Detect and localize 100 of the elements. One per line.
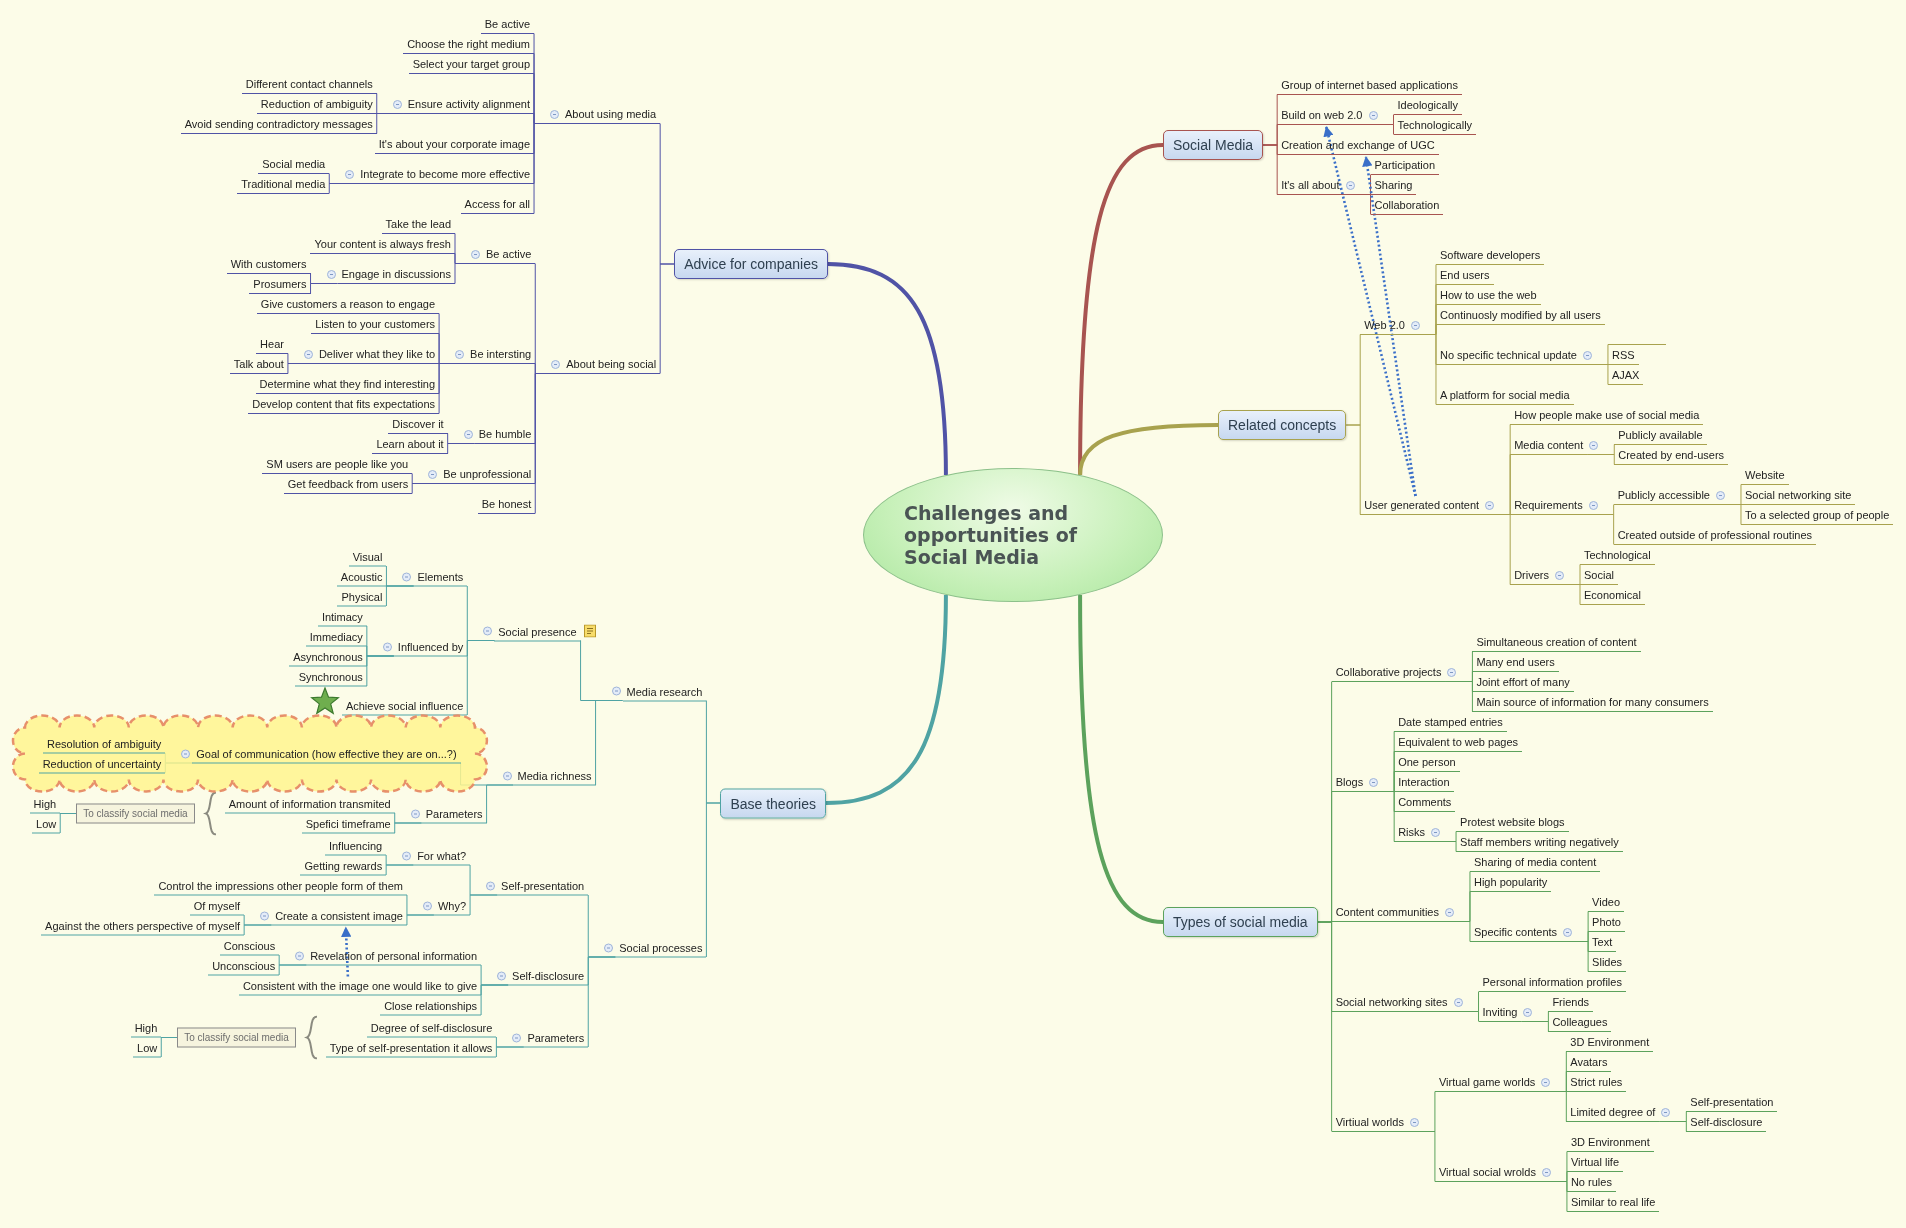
branch-line [480,984,509,1016]
branch-line [595,700,624,786]
branch-line [310,283,339,294]
topic-label: How to use the web [1435,285,1541,305]
branch-line [1451,1011,1479,1022]
topic-label: Interaction [1394,772,1454,792]
branch-line [659,263,675,374]
main-topic-box: Advice for companies [674,249,828,279]
topic-label: Engage in discussions [337,264,455,284]
topic-label: One person [1394,752,1460,772]
branch-line [406,914,435,926]
main-branch-curve [827,262,948,476]
topic-label: Personal information profiles [1478,972,1626,992]
topic-label: Participation [1370,155,1440,175]
topic-label: Economical [1580,585,1645,605]
topic-label: Low [32,813,61,834]
topic-label: Get feedback from users [283,474,413,494]
topic-label: Against the others perspective of myself [41,915,245,936]
topic-label: Sharing [1370,175,1417,195]
topic-label: Many end users [1472,652,1559,672]
topic-label: How people make use of social media [1510,405,1704,425]
main-branch-curve [1078,423,1219,476]
branch-line [1343,194,1371,215]
summary-box: To classify social media [177,1027,296,1048]
topic-label: Unconscious [208,955,280,976]
topic-label: Influenced by [393,636,468,657]
topic-label: Why? [433,895,471,916]
branch-line [466,640,495,716]
branch-line [1482,514,1511,585]
topic-label: Be unprofessional [439,464,536,484]
branch-line [587,956,616,1048]
topic-label: It's about your corporate image [374,134,535,154]
topic-label: Similar to real life [1566,1192,1660,1212]
topic-label: Self-presentation [497,875,589,896]
topic-label: Media content [1510,435,1588,455]
topic-label: Learn about it [372,434,448,454]
branch-line [278,964,307,976]
topic-label: A platform for social media [1435,385,1574,405]
branch-line [1520,1021,1549,1032]
topic-label: Influencing [324,835,387,856]
topic-label: Equivalent to web pages [1394,732,1523,752]
branch-line [533,123,562,214]
topic-label: Build on web 2.0 [1277,105,1367,125]
topic-label: Self-presentation [1686,1092,1778,1112]
branch-line [486,784,515,824]
topic-label: Visual [348,546,387,567]
topic-label: Traditional media [237,174,330,194]
topic-label: Ideologically [1393,95,1463,115]
topic-label: Amount of information transmited [224,793,395,814]
topic-label: Degree of self-disclosure [366,1017,497,1038]
summary-box: To classify social media [76,803,195,824]
topic-label: Media research [622,681,707,701]
topic-label: Intimacy [317,606,367,627]
topic-label: It's all about [1277,175,1344,195]
topic-label: Control the impressions other people form of them [154,875,407,896]
branch-line [243,924,272,936]
main-topic-box: Base theories [720,788,826,818]
topic-label: Be humble [474,424,536,444]
topic-label: Give customers a reason to engage [256,294,440,314]
main-topic-box: Related concepts [1218,410,1347,440]
branch-line [366,655,395,687]
topic-label: Technologically [1393,115,1477,135]
topic-label: AJAX [1607,365,1644,385]
topic-label: Content communities [1331,902,1443,922]
topic-label: Goal of communication (how effective they are on...?) [192,743,461,764]
branch-line [394,822,423,834]
topic-label: Software developers [1435,245,1545,265]
branch-line [1552,584,1581,605]
topic-label: Prosumers [249,274,311,294]
topic-label: Staff members writing negatively [1456,832,1623,852]
branch-line [1560,941,1589,972]
topic-label: Video [1588,892,1625,912]
topic-label: Be honest [477,494,536,514]
branch-line [1345,424,1361,515]
topic-label: Create a consistent image [271,905,407,926]
topic-label: High [130,1017,162,1038]
branch-line [1586,454,1615,465]
topic-label: Social media [258,154,330,174]
topic-label: With customers [226,254,311,274]
branch-line [1539,1181,1568,1212]
branch-line [287,363,316,374]
dotted-relation-arrow [341,926,352,977]
cloud-boundary [12,715,487,792]
branch-line [1444,681,1473,712]
topic-label: Synchronous [294,666,367,687]
topic-label: Collaboration [1370,195,1444,215]
topic-label: Take the lead [381,214,455,234]
topic-label: Limited degree of [1566,1102,1660,1122]
topic-label: Develop content that fits expectations [248,394,440,414]
topic-label: Main source of information for many consumers [1472,692,1713,712]
topic-label: Web 2.0 [1360,315,1409,335]
main-topic-box: Social Media [1163,130,1264,160]
topic-label: About using media [561,104,661,124]
branch-line [1262,144,1278,195]
branch-line [59,813,77,834]
topic-label: Strict rules [1566,1072,1627,1092]
branch-line [1366,791,1395,842]
topic-label: Talk about [229,354,288,374]
topic-label: User generated content [1360,495,1484,515]
topic-label: Parameters [523,1027,589,1048]
